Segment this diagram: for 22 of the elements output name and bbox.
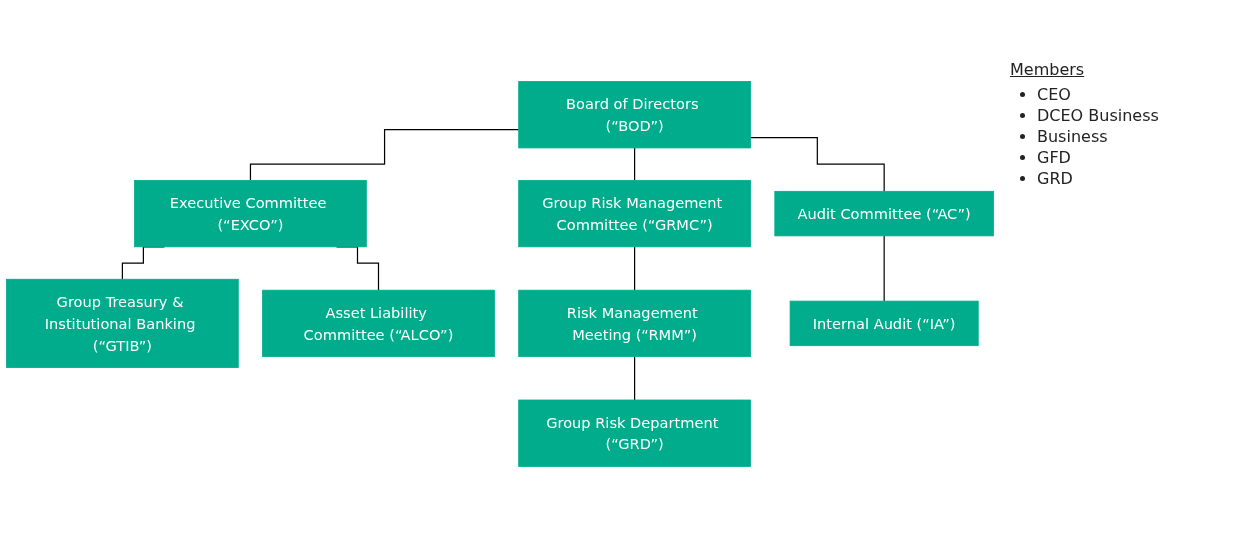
node-box xyxy=(518,180,751,248)
node-box xyxy=(774,190,994,237)
node-box xyxy=(518,399,751,467)
connector xyxy=(749,137,885,192)
node-box xyxy=(518,81,751,149)
connector xyxy=(249,129,520,181)
node-box xyxy=(789,300,979,347)
node-box xyxy=(6,278,239,368)
node-box xyxy=(518,289,751,358)
list-heading: Members xyxy=(1010,60,1085,79)
list-item: DCEO Business xyxy=(1037,106,1159,125)
list-item: GFD xyxy=(1037,148,1071,167)
connector xyxy=(883,235,885,302)
node-box xyxy=(262,289,495,358)
org-chart: Board of Directors (“BOD”) Executive Committee (“EXCO”) Group Risk Management Committee (“GRMC”) Audit Committee (“AC”) Group Treasury & Institutional Banking (“GTIB”) Asset Liability Committee (“ALCO”) Risk Management Meeting (“RMM”) Internal Audit (“IA”) Group Risk Department (“GRD”) xyxy=(0,75,1000,473)
list-item: GRD xyxy=(1037,169,1073,188)
list-item: Business xyxy=(1037,127,1108,146)
connector xyxy=(634,147,636,181)
connector xyxy=(634,356,636,401)
node-box xyxy=(134,180,367,248)
connector xyxy=(634,246,636,291)
list-item: CEO xyxy=(1037,85,1071,104)
